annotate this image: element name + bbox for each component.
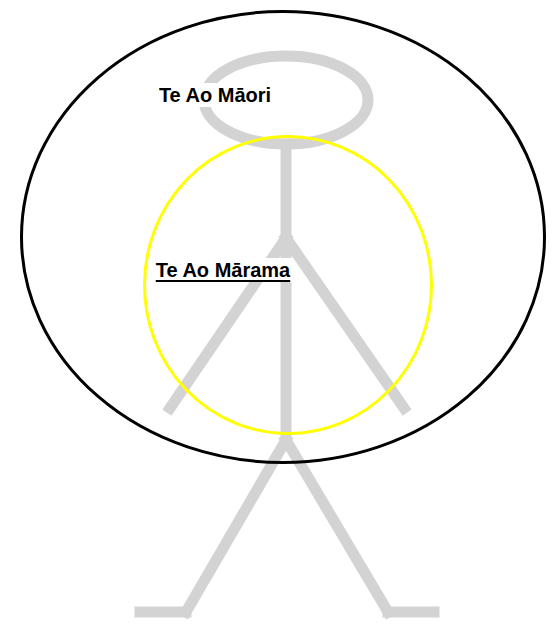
inner-circle-ellipse bbox=[145, 137, 432, 434]
figure-foot bbox=[388, 607, 434, 618]
region-label: Te Ao Mārama bbox=[154, 258, 292, 282]
outer-circle-ellipse bbox=[22, 12, 545, 463]
region-label: Te Ao Māori bbox=[157, 83, 273, 107]
figure-leg bbox=[286, 440, 388, 612]
inner-circle: Te Ao Mārama bbox=[143, 135, 433, 435]
inner-circle-outline bbox=[143, 135, 433, 435]
figure-foot bbox=[140, 607, 186, 618]
outer-circle: Te Ao Māori Te Ao Mārama bbox=[20, 10, 546, 464]
figure-leg bbox=[186, 440, 286, 612]
stick-figure bbox=[140, 56, 434, 612]
figure-body bbox=[281, 146, 292, 440]
figure-arm bbox=[286, 238, 404, 408]
outer-circle-outline bbox=[20, 10, 546, 464]
